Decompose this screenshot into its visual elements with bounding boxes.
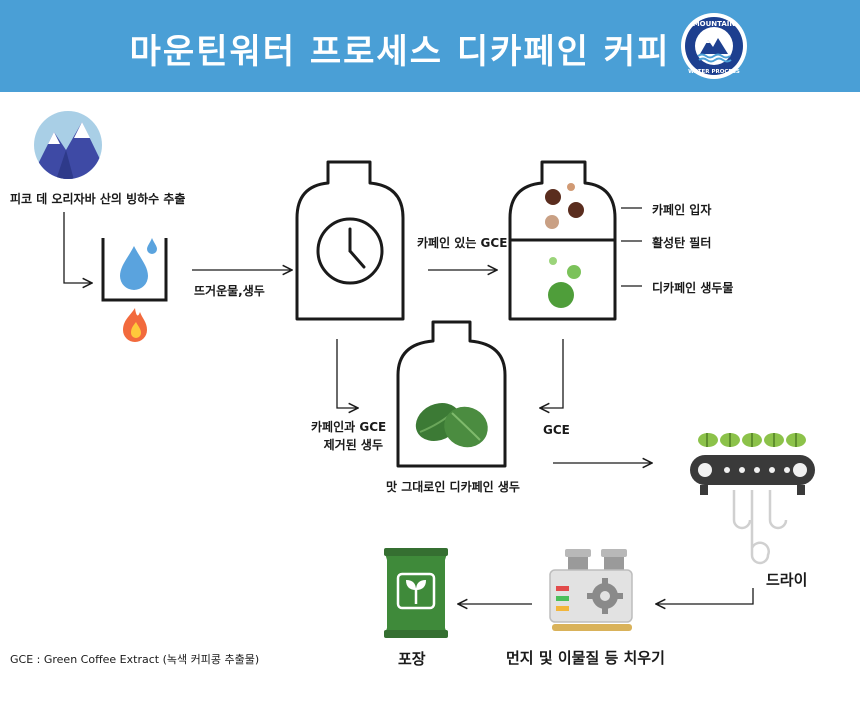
logo-bottom-text: WATER PROCESS [688,69,740,75]
cleaning-machine-icon [549,549,633,631]
label-removed-line1: 카페인과 GCE [311,420,387,434]
package-bag-icon [384,548,448,638]
arrow-dryer-to-clean [656,588,754,604]
footnote: GCE : Green Coffee Extract (녹색 커피콩 추출물) [10,653,260,666]
arrow-source-to-pot [63,212,92,283]
label-flavorful-decaf: 맛 그대로인 디카페인 생두 [386,480,520,494]
gear-icon [587,578,623,614]
label-caffeine-particles: 카페인 입자 [652,203,712,217]
label-gce: GCE [543,423,570,437]
logo-top-text: MOUNTAIN [693,20,736,28]
flame-icon [123,308,147,342]
decaf-beans-tank-icon [396,320,507,468]
label-gce-with-caffeine: 카페인 있는 GCE [417,236,508,250]
label-pack: 포장 [398,650,426,668]
arrow-tank-to-decaf [336,339,358,408]
label-hot-water: 뜨거운물,생두 [194,284,265,298]
mountain-water-process-logo: MOUNTAIN WATER PROCESS [681,13,747,79]
extraction-tank-icon [295,160,405,321]
arrow-filter-to-gce [540,339,564,408]
label-removed-line2: 제거된 생두 [323,438,383,452]
label-source: 피코 데 오리자바 산의 빙하수 추출 [10,192,186,206]
mountain-icon [34,111,102,179]
green-bean-icon [415,403,488,448]
clock-icon [316,217,384,285]
label-carbon-filter: 활성탄 필터 [652,236,712,250]
conveyor-dryer-icon [690,433,815,565]
water-drop-icon [120,246,148,290]
label-clean: 먼지 및 이물질 등 치우기 [506,649,665,667]
filter-tank-icon [508,160,617,321]
sprout-icon [396,572,436,610]
page-title: 마운틴워터 프로세스 디카페인 커피 [129,32,671,72]
water-pot-icon [101,238,168,302]
label-decaf-beans: 디카페인 생두물 [652,281,734,295]
header-bar: 마운틴워터 프로세스 디카페인 커피 MOUNTAIN WATER PROCES… [0,0,860,92]
label-dry: 드라이 [766,571,808,589]
